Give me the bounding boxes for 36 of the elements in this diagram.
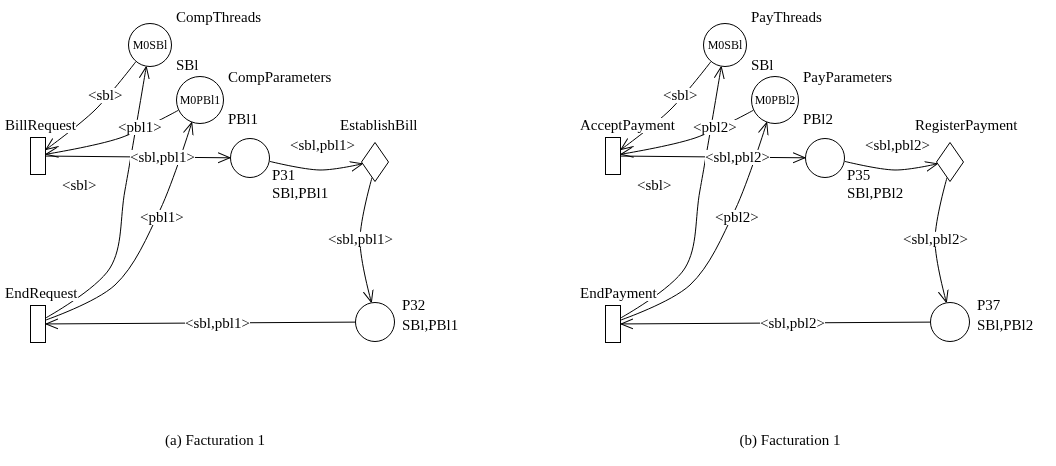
color-domain: SBl	[176, 58, 199, 73]
color-domain: SBl,PBl1	[272, 186, 329, 201]
node-name: CompParameters	[228, 70, 332, 85]
node-name: P31	[272, 168, 296, 183]
arrow	[620, 66, 725, 319]
node-name: EndPayment	[580, 286, 657, 301]
arrow	[934, 177, 949, 303]
subfigure-caption: (a) Facturation 1	[165, 432, 265, 449]
color-domain: SBl,PBl2	[847, 186, 904, 201]
arrow	[359, 177, 374, 303]
color-domain: SBl,PBl1	[402, 318, 459, 333]
arrow	[45, 66, 150, 319]
node-name: P35	[847, 168, 871, 183]
node-name: P32	[402, 298, 426, 313]
color-domain: SBl	[751, 58, 774, 73]
subfigure-caption: (b) Facturation 1	[739, 432, 841, 449]
node-name: PayParameters	[803, 70, 893, 85]
node-name: CompThreads	[176, 10, 261, 25]
initial-marking: M0SBl	[707, 39, 743, 51]
initial-marking: M0PBl2	[754, 94, 796, 106]
arrow	[620, 122, 769, 321]
arrow	[269, 160, 363, 172]
node-name: EndRequest	[5, 286, 78, 301]
node-name: BillRequest	[5, 118, 76, 133]
node-name: P37	[977, 298, 1001, 313]
node-name: EstablishBill	[340, 118, 418, 133]
node-name: AcceptPayment	[580, 118, 675, 133]
arrow	[45, 122, 194, 321]
color-domain: SBl,PBl2	[977, 318, 1034, 333]
node-name: PayThreads	[751, 10, 822, 25]
initial-marking: M0PBl1	[179, 94, 221, 106]
color-domain: PBl2	[803, 112, 833, 127]
initial-marking: M0SBl	[132, 39, 168, 51]
color-domain: PBl1	[228, 112, 258, 127]
node-name: RegisterPayment	[915, 118, 1018, 133]
arrow	[844, 160, 938, 172]
